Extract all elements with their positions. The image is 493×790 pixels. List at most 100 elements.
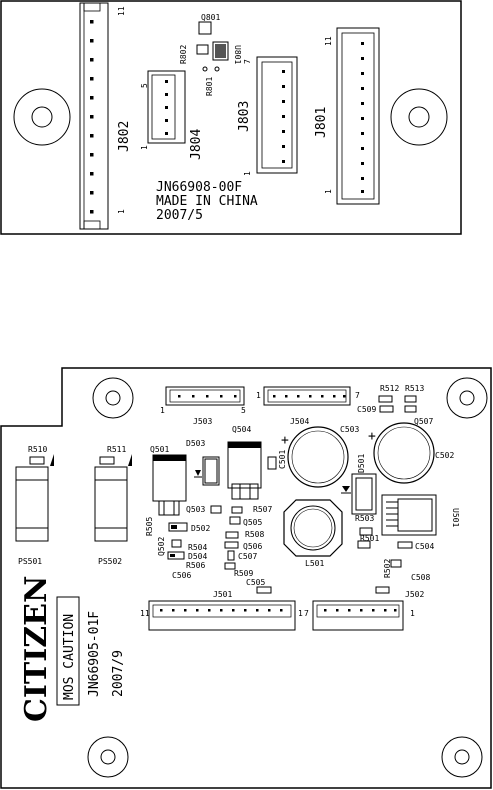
r503-label: R503: [355, 514, 374, 523]
j504-pin1-label: 1: [256, 391, 261, 400]
inductor-l501: [283, 499, 343, 557]
d504-band: [170, 554, 175, 557]
mounting-hole-right: [390, 88, 448, 146]
r802-pad: [196, 44, 209, 55]
connector-j801: [336, 27, 380, 205]
board-bottom-outline: [0, 367, 492, 789]
c507-pad: [227, 550, 235, 561]
board2-part-number: JN66905-01F: [87, 611, 102, 697]
mos-caution-text: MOS CAUTION: [62, 614, 77, 700]
q505-pad: [229, 516, 241, 525]
c505-label: C505: [246, 578, 265, 587]
u801-outline: [212, 41, 229, 61]
fuse-ps502: [94, 466, 128, 542]
transistor-q504: [227, 441, 262, 500]
board-bottom: R510 PS501 R511 PS502 1 J503 5: [0, 367, 492, 789]
j803-label: J803: [237, 101, 252, 132]
j801-pin1-label: 1: [324, 189, 333, 194]
u801-marker-icon: [214, 66, 220, 72]
r513-pad: [404, 395, 417, 403]
d504-outline: [167, 551, 185, 560]
d502-outline: [168, 522, 188, 532]
mounting-hole-left: [13, 88, 71, 146]
d503-label: D503: [186, 439, 205, 448]
r502-pad: [390, 559, 402, 568]
ps502-pin1-marker-icon: [128, 454, 132, 466]
capacitor-c502: [373, 422, 435, 484]
r510-label: R510: [28, 445, 47, 454]
r501-pad: [357, 540, 371, 549]
mos-caution-box: [56, 596, 80, 706]
board1-date: 2007/5: [156, 208, 203, 223]
j502-pin7-label: 7: [304, 609, 309, 618]
r507-pad: [231, 506, 243, 514]
connector-j501: [148, 600, 296, 631]
mounting-hole-tr: [446, 377, 488, 419]
j802-pin11-label: 11: [117, 6, 126, 16]
c502-plus-icon: +: [368, 429, 376, 444]
c508-pad: [375, 586, 390, 594]
d501-label: D501: [357, 454, 366, 473]
connector-j503: [165, 386, 245, 406]
j801-pin11-label: 11: [324, 36, 333, 46]
r512-pad: [378, 395, 393, 403]
r513-label: R513: [405, 384, 424, 393]
board1-origin: MADE IN CHINA: [156, 194, 258, 209]
c503-plus-icon: +: [281, 433, 289, 448]
brand-logo: CITIZEN: [19, 576, 54, 722]
connector-j504: [263, 386, 351, 406]
c504-pad: [397, 541, 413, 549]
q507-pad: [404, 405, 417, 413]
c509-label: C509: [357, 405, 376, 414]
r507-label: R507: [253, 505, 272, 514]
r503-pad: [359, 527, 373, 536]
diode-d501: [341, 473, 377, 515]
r801-marker-icon: [202, 66, 208, 72]
c507-label: C507: [238, 552, 257, 561]
c508-label: C508: [411, 573, 430, 582]
r506-label: R506: [186, 561, 205, 570]
r504-label: R504: [188, 543, 207, 552]
j801-label: J801: [314, 107, 329, 138]
u801-label: U801: [233, 45, 242, 64]
capacitor-c503: [287, 426, 349, 488]
l501-label: L501: [305, 559, 324, 568]
u501-label: U501: [451, 508, 460, 527]
r509-label: R509: [234, 569, 253, 578]
mounting-hole-br: [441, 736, 483, 778]
q504-label: Q504: [232, 425, 251, 434]
d502-label: D502: [191, 524, 210, 533]
board-top-outline: [0, 0, 462, 235]
j501-label: J501: [213, 590, 232, 599]
c506-label: C506: [172, 571, 191, 580]
j504-label: J504: [290, 417, 309, 426]
j501-pin11-label: 11: [140, 609, 150, 618]
q502-label: Q502: [157, 537, 166, 556]
j803-pin7-label: 7: [243, 59, 252, 64]
q506-label: Q506: [243, 542, 262, 551]
q801-label: Q801: [201, 13, 220, 22]
q506-pad: [224, 541, 239, 549]
ps502-label: PS502: [98, 557, 122, 566]
q801-outline: [198, 21, 212, 35]
c503-label: C503: [340, 425, 359, 434]
j802-label: J802: [117, 121, 132, 152]
r502-label: R502: [383, 559, 392, 578]
ps501-label: PS501: [18, 557, 42, 566]
connector-j802: [79, 2, 109, 230]
r508-pad: [225, 531, 239, 539]
board-top: 11 J802 1 5 1 J804 Q801 R802 U801 R801: [0, 0, 462, 235]
r511-pad: [99, 456, 115, 465]
j503-label: J503: [193, 417, 212, 426]
q503-pad: [210, 505, 222, 514]
d502-band: [171, 525, 177, 529]
q501-label: Q501: [150, 445, 169, 454]
j503-pin1-label: 1: [160, 406, 165, 415]
mounting-hole-bl: [87, 736, 129, 778]
j802-pin1-label: 1: [117, 209, 126, 214]
q502-pad: [171, 539, 182, 548]
j502-pin1-label: 1: [410, 609, 415, 618]
c502-label: C502: [435, 451, 454, 460]
r510-pad: [29, 456, 45, 465]
